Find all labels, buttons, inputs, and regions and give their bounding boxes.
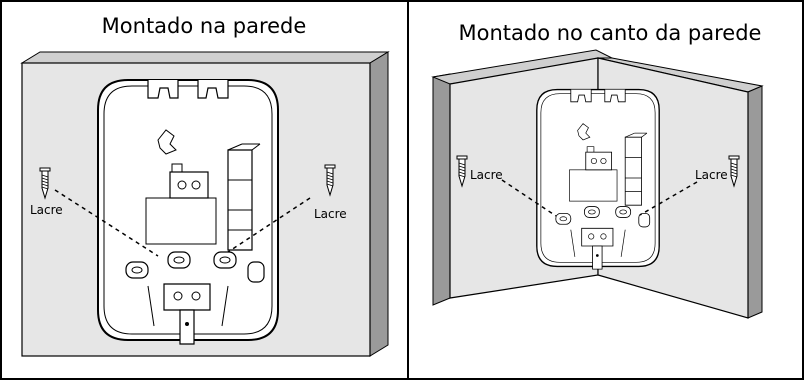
mounting-bracket — [536, 88, 660, 270]
leader-line — [639, 181, 698, 216]
panel-title: Montado no canto da parede — [459, 21, 762, 45]
screw-label-left: Lacre — [470, 168, 503, 182]
right-wall-edge — [747, 85, 763, 319]
panel-wall-mounted: Montado na parede Lacre Lacre — [20, 14, 390, 357]
screw-label-right: Lacre — [314, 207, 347, 221]
leader-line — [501, 179, 557, 217]
screw-label-left: Lacre — [30, 203, 63, 217]
leader-line — [227, 197, 311, 253]
wall-side — [369, 51, 389, 357]
wall-top — [20, 51, 390, 64]
mounting-bracket — [97, 79, 279, 345]
panel-corner-mounted: Montado no canto da parede Lacre Lacre — [431, 21, 764, 319]
panel-title: Montado na parede — [102, 14, 307, 38]
left-wall-edge — [432, 73, 451, 306]
screw-label-right: Lacre — [695, 168, 728, 182]
